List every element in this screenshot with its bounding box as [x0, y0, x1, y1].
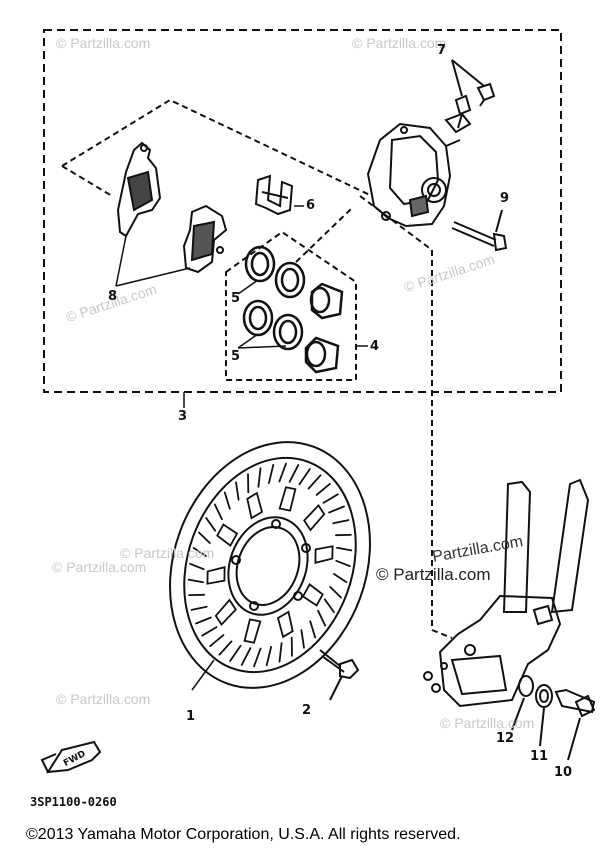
watermark: © Partzilla.com	[56, 35, 151, 51]
watermark: © Partzilla.com	[120, 545, 215, 561]
callout-3[interactable]: 3	[178, 409, 188, 424]
disc-slot	[192, 547, 207, 557]
pad-spring	[254, 174, 294, 216]
disc-slot	[223, 491, 231, 510]
disc-slot	[288, 464, 300, 483]
disc-slot	[198, 531, 211, 544]
disc-window	[216, 523, 239, 547]
disc-slot	[309, 620, 317, 639]
disc-window	[246, 491, 264, 520]
axle-hardware	[511, 675, 596, 761]
callout-10[interactable]: 10	[554, 765, 573, 780]
disc-bolt	[319, 649, 360, 701]
disc-slot	[267, 463, 275, 485]
disc-window	[276, 610, 294, 639]
disc-window	[278, 486, 297, 512]
disc-slot	[205, 517, 217, 532]
brake-pad-upper	[116, 141, 162, 238]
seals-and-pistons	[242, 245, 344, 374]
disc-slot	[317, 609, 327, 627]
disc-slot	[329, 586, 342, 599]
diagram-code: 3SP1100-0260	[30, 795, 117, 809]
callout-leaders	[115, 205, 368, 691]
disc-slot	[335, 559, 351, 568]
fwd-arrow	[40, 740, 102, 774]
caliper-bolt	[451, 209, 508, 252]
disc-slot	[298, 468, 311, 486]
disc-slot	[307, 474, 322, 490]
callout-5-lower[interactable]: 5	[231, 349, 241, 364]
disc-window	[243, 618, 262, 644]
seal-kit-boundary	[225, 230, 357, 381]
disc-windows	[206, 486, 334, 644]
callout-6[interactable]: 6	[306, 198, 316, 213]
disc-slot	[257, 467, 262, 488]
disc-window	[214, 598, 237, 627]
callout-1[interactable]: 1	[186, 709, 196, 724]
disc-slot	[300, 629, 305, 649]
watermark-dark: © Partzilla.com	[376, 565, 491, 584]
disc-slot	[328, 505, 345, 514]
brake-disc	[169, 441, 371, 689]
caliper-body	[366, 122, 461, 228]
pad-leader-line	[61, 98, 373, 197]
caliper-assembly-boundary	[43, 29, 562, 393]
disc-window	[206, 566, 226, 585]
disc-slot	[195, 616, 212, 625]
disc-window	[301, 583, 324, 607]
front-fork-leg	[423, 478, 590, 708]
brake-pad-lower	[182, 204, 228, 274]
disc-slot	[265, 646, 273, 667]
disc-slot	[209, 634, 225, 648]
pad-leader-line-lower	[61, 165, 113, 197]
copyright-notice: ©2013 Yamaha Motor Corporation, U.S.A. A…	[26, 826, 461, 843]
disc-slot	[190, 605, 208, 611]
disc-slot	[229, 644, 242, 662]
disc-slot	[189, 562, 205, 571]
bleed-screw	[444, 59, 496, 134]
callout-11[interactable]: 11	[530, 749, 549, 764]
disc-slot	[333, 573, 348, 583]
callout-8[interactable]: 8	[108, 289, 118, 304]
callout-4[interactable]: 4	[370, 339, 380, 354]
disc-slot	[235, 481, 240, 501]
disc-slot	[187, 578, 205, 584]
disc-slot	[322, 493, 339, 504]
watermark: © Partzilla.com	[352, 35, 447, 51]
watermark: © Partzilla.com	[52, 559, 147, 575]
disc-window	[303, 503, 326, 532]
callout-12[interactable]: 12	[496, 731, 515, 746]
disc-slots	[187, 462, 353, 668]
watermark: © Partzilla.com	[56, 691, 151, 707]
callout-7[interactable]: 7	[437, 43, 447, 58]
disc-slot	[253, 647, 262, 668]
disc-slot	[278, 642, 283, 663]
callout-2[interactable]: 2	[302, 703, 312, 718]
caliper-mount-leader	[359, 195, 453, 639]
disc-slot	[335, 546, 353, 552]
disc-slot	[213, 503, 223, 521]
disc-slot	[218, 640, 233, 656]
disc-slot	[315, 482, 331, 496]
disc-slot	[323, 598, 335, 613]
caliper-seal-leader	[295, 207, 353, 263]
disc-slot	[201, 626, 218, 637]
callout-5-upper[interactable]: 5	[231, 291, 241, 306]
callout-9[interactable]: 9	[500, 191, 510, 206]
disc-slot	[332, 519, 350, 525]
watermark: © Partzilla.com	[440, 715, 535, 731]
disc-window	[314, 545, 334, 564]
disc-slot	[240, 647, 252, 666]
disc-slot	[278, 462, 287, 483]
